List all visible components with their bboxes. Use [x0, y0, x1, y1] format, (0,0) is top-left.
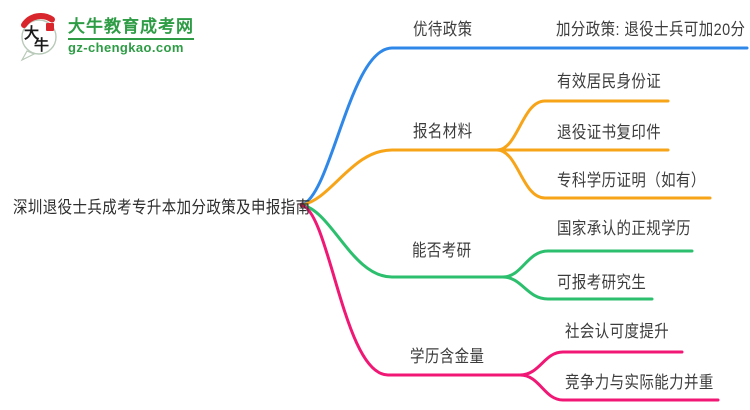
subtopic-shenfenzheng[interactable]: 有效居民身份证 [557, 72, 662, 91]
branch-line [300, 46, 749, 207]
branch-line [300, 203, 505, 279]
branch-lines-xuelihanjinliang [300, 203, 720, 402]
subtopic-jiafenzhengce[interactable]: 加分政策: 退役士兵可加20分 [556, 20, 746, 39]
branch-line [501, 275, 654, 301]
logo-site-name: 大牛教育成考网 [68, 17, 194, 37]
branch-lines-nengfoukaoyan [300, 203, 694, 301]
logo-text-block: 大牛教育成考网 gz-chengkao.com [68, 17, 194, 55]
branch-line [518, 373, 720, 402]
branch-lines-baomingcailiao [300, 99, 712, 207]
branch-line [300, 148, 670, 207]
subtopic-kaoyanjiusheng[interactable]: 可报考研究生 [557, 273, 647, 292]
branch-line [495, 148, 712, 200]
subtopic-zhuankezhengming[interactable]: 专科学历证明（如有） [557, 171, 706, 190]
subtopic-zhengguixueli[interactable]: 国家承认的正规学历 [557, 219, 691, 238]
root-connector-dot [299, 202, 305, 208]
branch-topic-youdaizhengce[interactable]: 优待政策 [413, 20, 473, 39]
branch-line [501, 249, 694, 279]
branch-topic-nengfoukaoyan[interactable]: 能否考研 [412, 241, 472, 260]
branch-line [518, 350, 684, 377]
subtopic-shehuirenke[interactable]: 社会认可度提升 [565, 322, 670, 341]
svg-text:大: 大 [24, 24, 39, 42]
logo-divider [68, 37, 194, 40]
subtopic-tuiyizhengshu[interactable]: 退役证书复印件 [557, 123, 662, 142]
branch-line [300, 203, 522, 377]
branch-topic-baomingcailiao[interactable]: 报名材料 [413, 122, 473, 141]
root-topic[interactable]: 深圳退役士兵成考专升本加分政策及申报指南 [13, 198, 311, 217]
branch-line [495, 99, 670, 152]
logo-site-url: gz-chengkao.com [68, 39, 184, 55]
branch-topic-xuelihanjinliang[interactable]: 学历含金量 [410, 347, 485, 366]
logo-bull-icon: 大 牛 [20, 13, 57, 62]
svg-text:牛: 牛 [34, 36, 49, 54]
branch-lines-youdaizhengce [300, 46, 749, 207]
site-logo[interactable]: 大 牛 大牛教育成考网 gz-chengkao.com [16, 10, 194, 62]
subtopic-jingzhengli[interactable]: 竞争力与实际能力并重 [565, 373, 714, 392]
